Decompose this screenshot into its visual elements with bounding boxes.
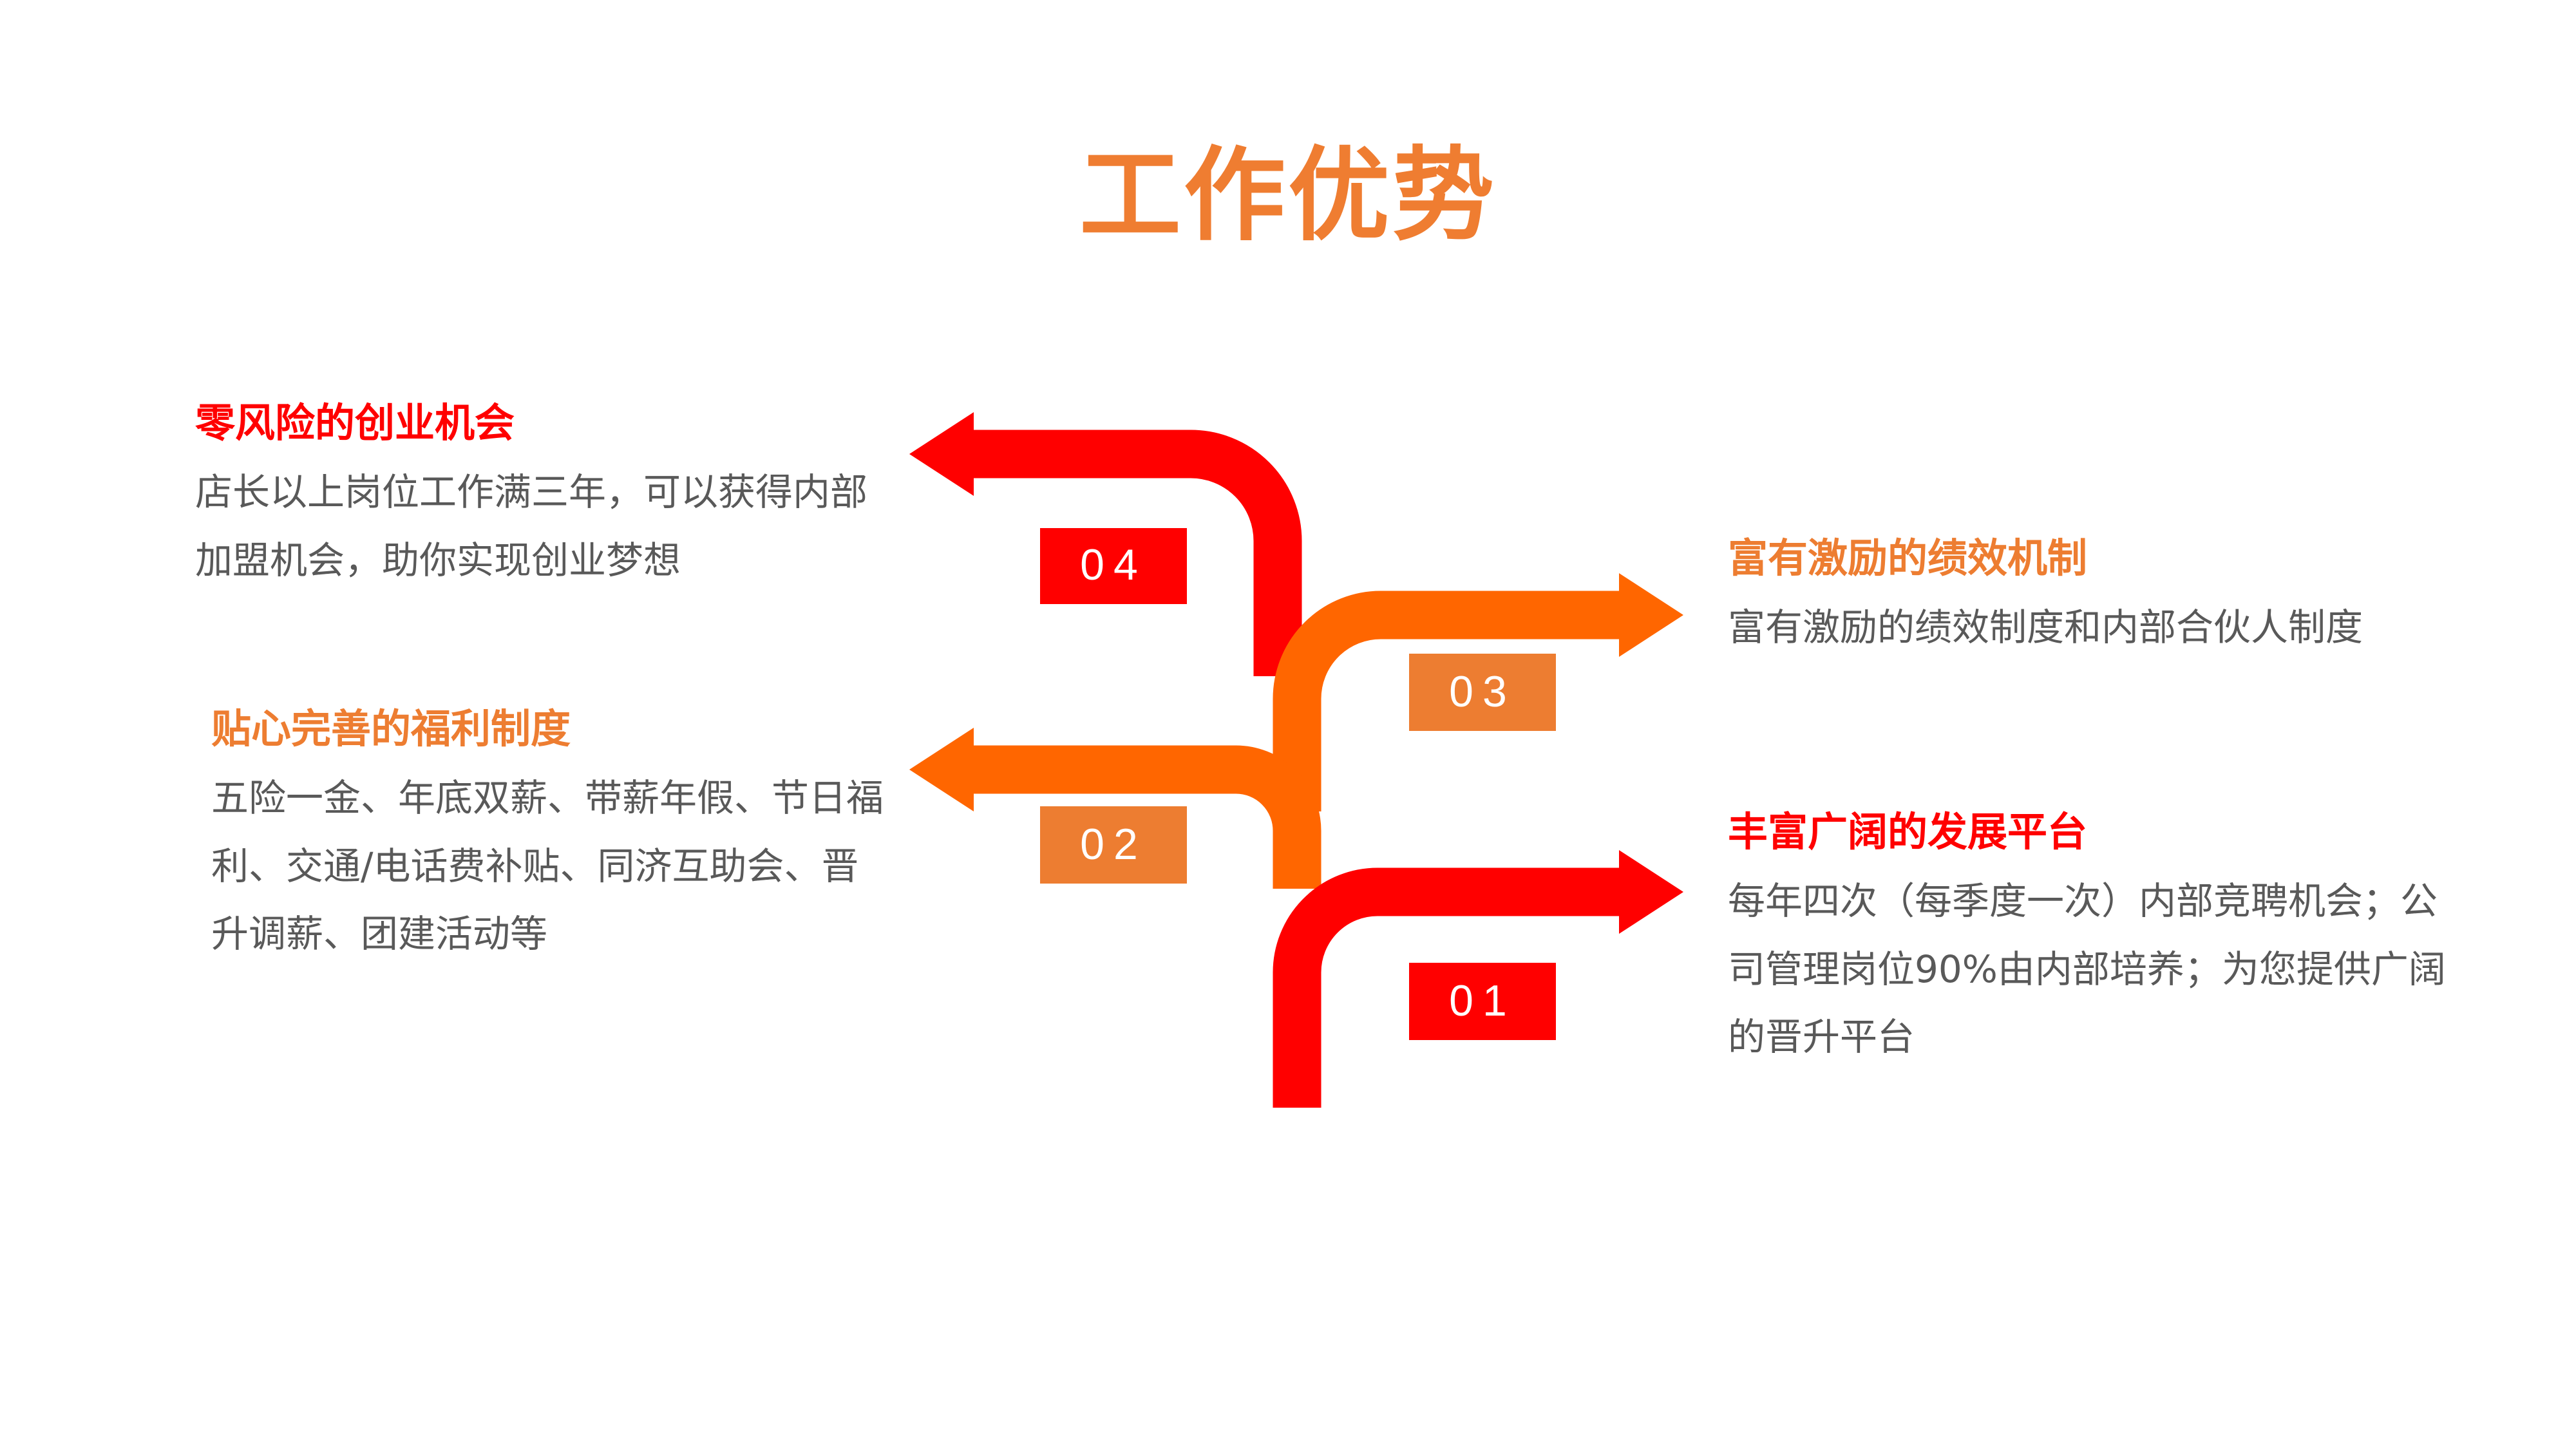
badge-02: 02: [1080, 820, 1147, 869]
badge-04: 04: [1080, 540, 1147, 589]
arrow-03-head: [1619, 573, 1683, 657]
arrow-04-head: [909, 412, 974, 496]
arrow-04: [969, 430, 1302, 676]
arrow-02-head: [909, 728, 974, 811]
item-04-title: 零风险的创业机会: [195, 399, 515, 446]
item-01: 丰富广阔的发展平台 每年四次（每季度一次）内部竞聘机会；公司管理岗位90%由内部…: [1728, 808, 2449, 1072]
page-title: 工作优势: [1079, 137, 1497, 255]
arrow-03: [1273, 591, 1645, 811]
badge-02-box: [1040, 806, 1187, 884]
item-04-description: 店长以上岗位工作满三年，可以获得内部加盟机会，助你实现创业梦想: [195, 470, 868, 582]
arrow-01: [1273, 867, 1645, 1108]
item-02-title: 贴心完善的福利制度: [211, 705, 571, 752]
item-04: 零风险的创业机会 店长以上岗位工作满三年，可以获得内部加盟机会，助你实现创业梦想: [195, 399, 871, 594]
arrow-01-head: [1619, 850, 1683, 934]
item-01-title: 丰富广阔的发展平台: [1728, 808, 2088, 855]
item-03: 富有激励的绩效机制 富有激励的绩效制度和内部合伙人制度: [1728, 535, 2449, 662]
item-03-description: 富有激励的绩效制度和内部合伙人制度: [1728, 605, 2363, 650]
item-01-description: 每年四次（每季度一次）内部竞聘机会；公司管理岗位90%由内部培养；为您提供广阔的…: [1728, 879, 2446, 1059]
item-02: 贴心完善的福利制度 五险一金、年底双薪、带薪年假、节日福利、交通/电话费补贴、同…: [211, 705, 887, 969]
badge-01: 01: [1449, 976, 1516, 1025]
arrow-02: [969, 745, 1321, 889]
item-03-title: 富有激励的绩效机制: [1728, 535, 2088, 582]
badge-03: 03: [1449, 667, 1516, 716]
badge-04-box: [1040, 528, 1187, 604]
badge-03-box: [1409, 654, 1556, 731]
badge-01-box: [1409, 963, 1556, 1040]
item-02-description: 五险一金、年底双薪、带薪年假、节日福利、交通/电话费补贴、同济互助会、晋升调薪、…: [211, 776, 884, 956]
